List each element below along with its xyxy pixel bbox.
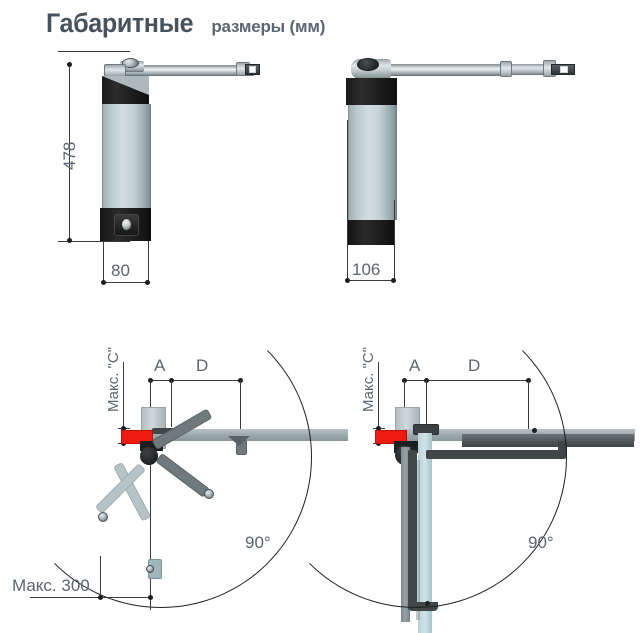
- dot-max300-left: [98, 595, 103, 600]
- dim-dot-478-top: [67, 62, 72, 67]
- arm-secondary-right: [504, 64, 550, 75]
- column-top-cap-right: [346, 78, 397, 105]
- arm-main-left: [124, 65, 254, 76]
- dot-arc-start-right: [532, 428, 537, 433]
- ext-line-top-478: [58, 51, 130, 52]
- page-title: Габаритные размеры (мм): [46, 8, 325, 39]
- dim-label-80: 80: [111, 261, 130, 280]
- dim-dot-478-bottom: [67, 238, 72, 243]
- dim-dot-106-right: [391, 278, 396, 283]
- ext-line-80-right: [148, 241, 149, 283]
- page-title-main: Габаритные: [46, 8, 194, 38]
- page-title-sub: размеры (мм): [211, 17, 326, 36]
- column-bottom-cap-right: [348, 220, 395, 245]
- dim-label-478: 478: [60, 141, 79, 170]
- gear-hub-right: [357, 58, 379, 71]
- dot-arc-end-right: [425, 601, 430, 606]
- dim-dot-80-left: [101, 280, 106, 285]
- arm-mid-knuckle-right: [500, 61, 512, 77]
- dim-dot-106-left: [345, 278, 350, 283]
- label-angle-left: 90°: [245, 533, 271, 552]
- dim-dot-80-right: [145, 280, 150, 285]
- arm-main-right: [378, 64, 510, 76]
- dot-max300-right: [148, 595, 153, 600]
- column-body-right: [348, 105, 397, 220]
- column-body-left: [102, 104, 151, 208]
- label-max300: Макс. 300: [12, 576, 90, 595]
- label-angle-right: 90°: [528, 533, 554, 552]
- ext-line-106-right: [394, 200, 395, 280]
- column-top-cap-bevel-left: [102, 76, 149, 95]
- ext-line-bottom-478: [58, 241, 130, 242]
- dim-line-max300: [30, 597, 152, 598]
- swing-arc-right: [265, 306, 567, 608]
- arm-tip-hole-left: [249, 66, 256, 73]
- ext-line-max300: [100, 556, 101, 598]
- lock-knob-left: [121, 218, 132, 231]
- ext-line-80-left: [103, 241, 104, 283]
- arm-tip-hole-right: [560, 66, 568, 73]
- dim-line-80: [103, 282, 149, 283]
- dim-line-478: [69, 64, 70, 240]
- arm-hub-left: [122, 58, 139, 68]
- dim-line-106: [347, 280, 395, 281]
- dim-label-106: 106: [352, 260, 381, 279]
- ext-line-106-left: [347, 120, 348, 280]
